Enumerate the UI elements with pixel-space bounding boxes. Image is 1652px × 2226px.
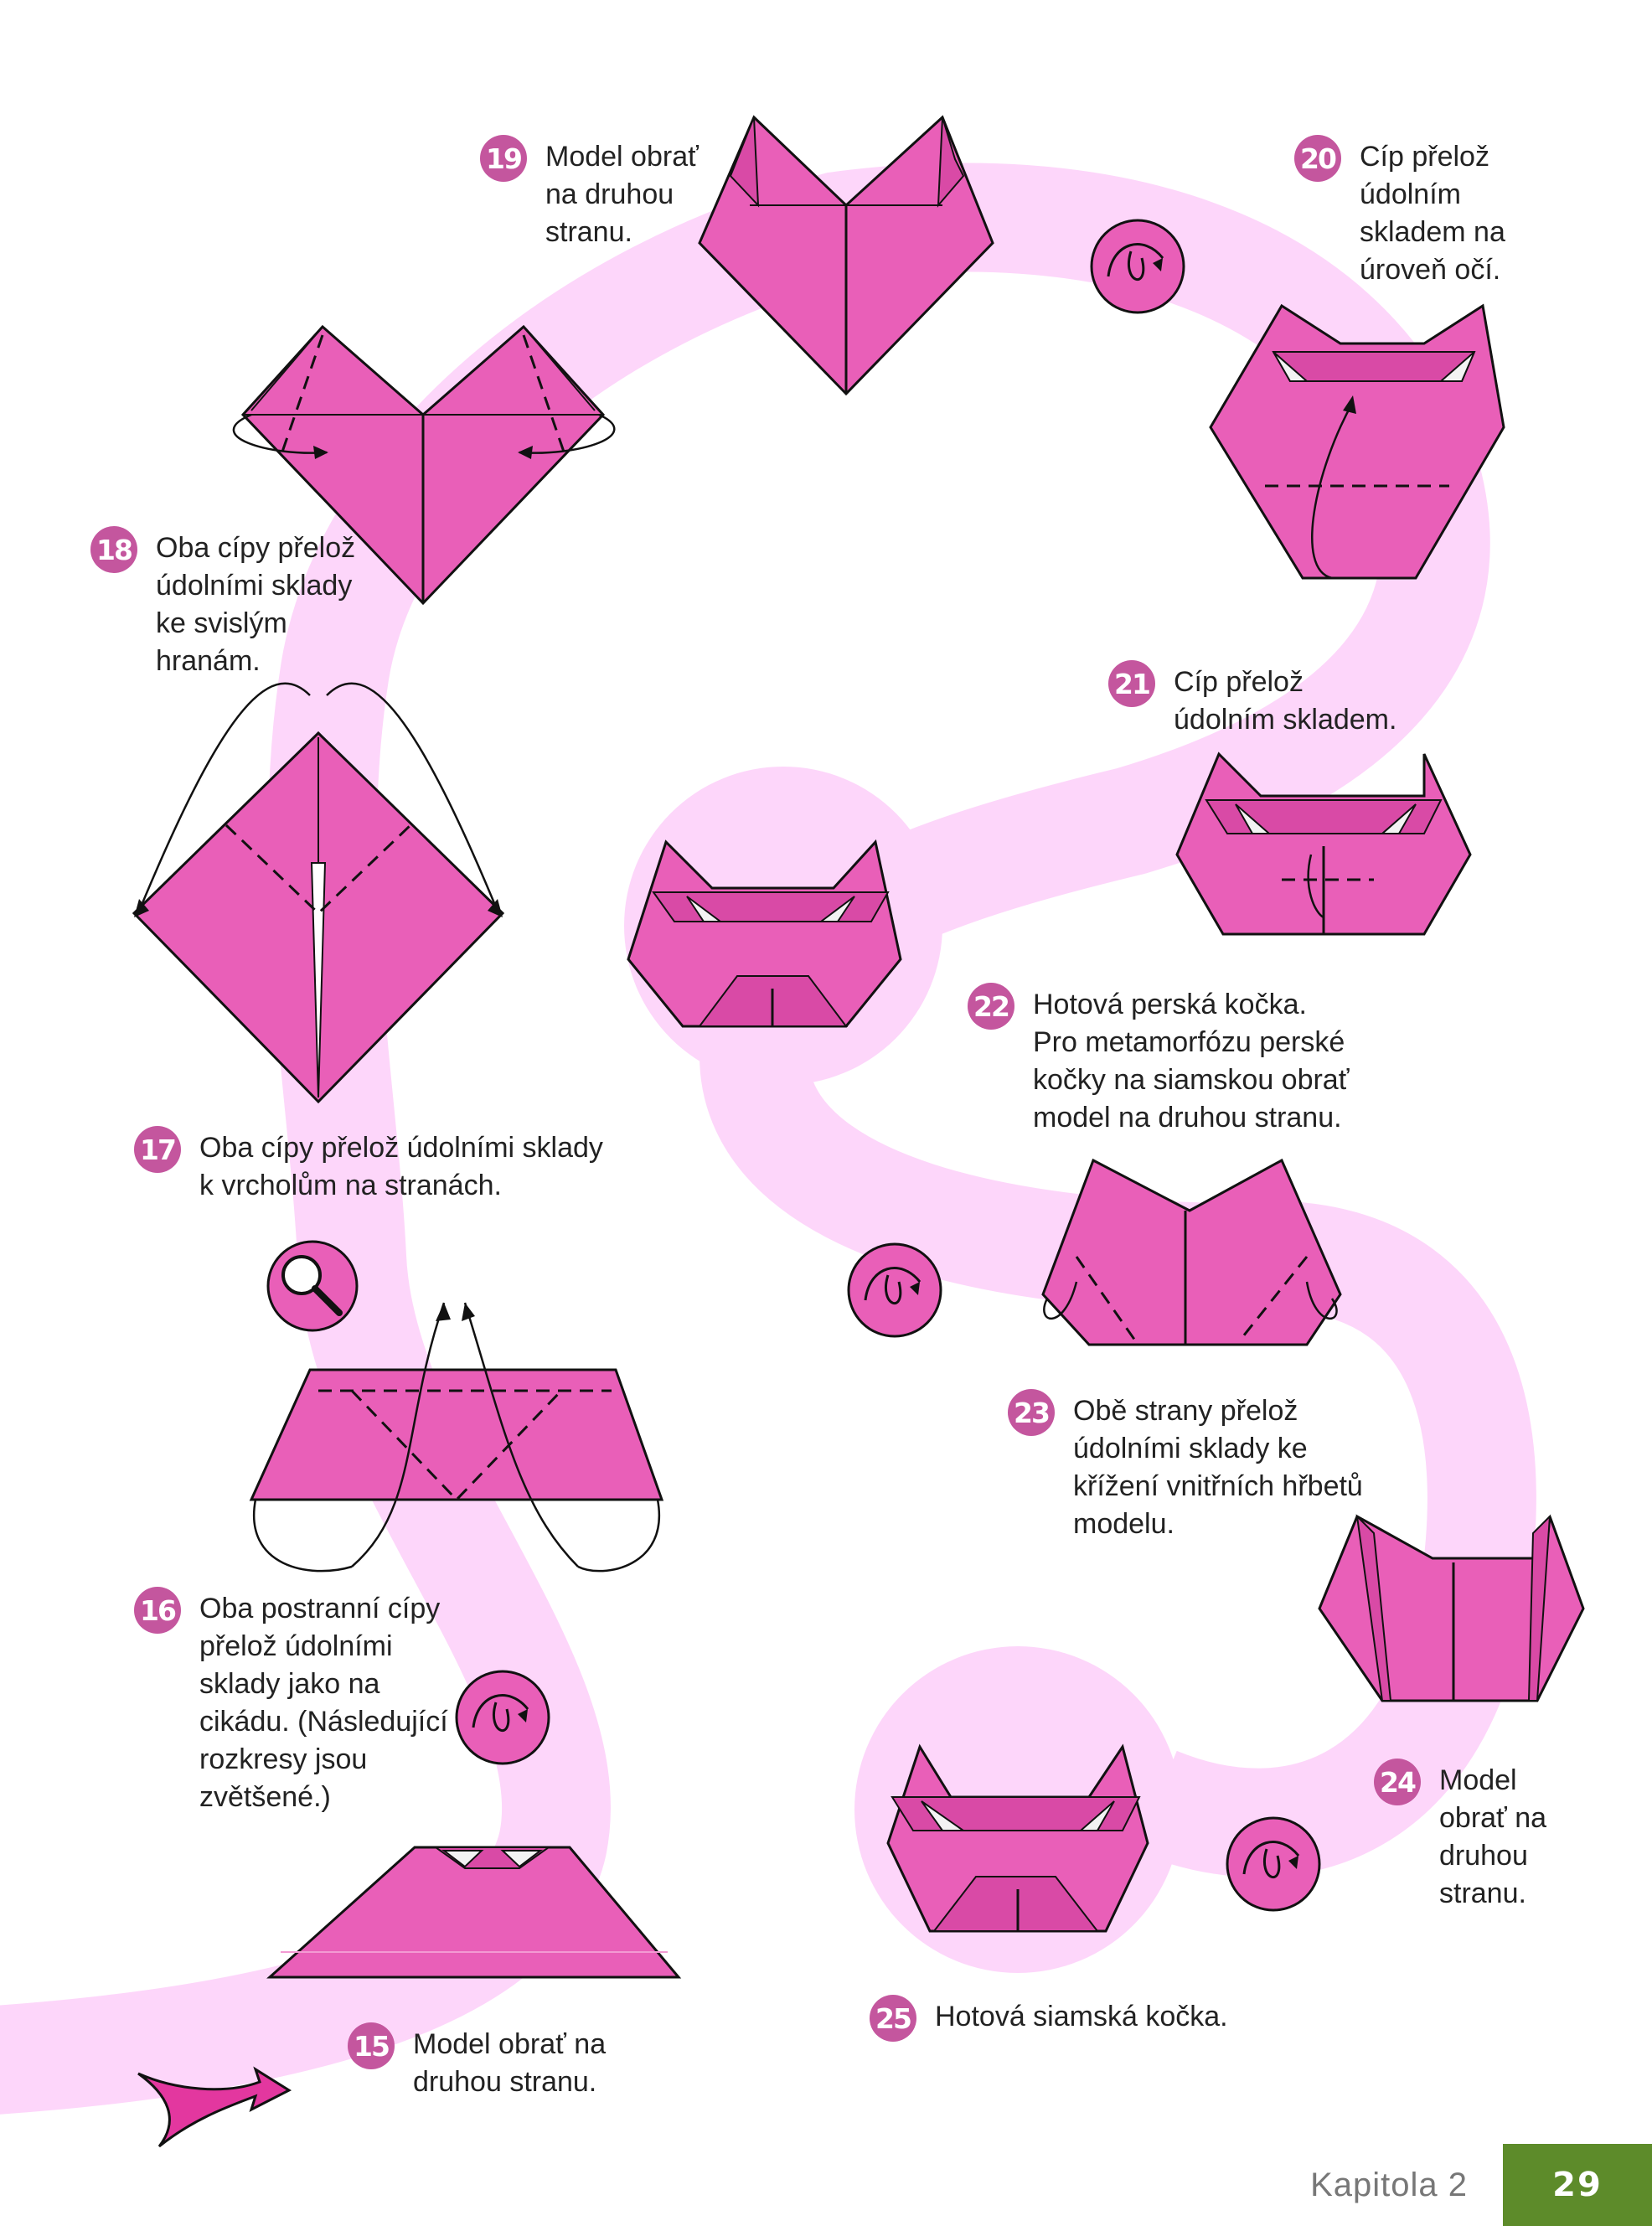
step-instruction: Oba postranní cípy přelož údolními sklad… xyxy=(199,1593,448,1813)
model-step-25 xyxy=(886,1743,1149,1933)
step-instruction: Model obrať na druhou stranu. xyxy=(1439,1764,1547,1909)
step-18: 18 Oba cípy přelož údolními sklady ke sv… xyxy=(90,526,356,680)
turn-over-icon-22 xyxy=(847,1242,942,1338)
magnifier-icon xyxy=(266,1240,359,1332)
model-step-24 xyxy=(1318,1514,1585,1702)
step-number-badge: 22 xyxy=(968,983,1014,1030)
model-step-21 xyxy=(1175,751,1472,936)
step-number-badge: 24 xyxy=(1374,1759,1421,1805)
step-instruction: Hotová siamská kočka. xyxy=(935,2001,1228,2032)
model-step-22 xyxy=(627,839,902,1028)
step-instruction: Model obrať na druhou stranu. xyxy=(545,141,699,248)
step-number-badge: 16 xyxy=(134,1587,181,1634)
step-instruction: Model obrať na druhou stranu. xyxy=(413,2028,607,2098)
model-step-16 xyxy=(249,1302,664,1573)
model-step-23 xyxy=(1041,1158,1342,1346)
step-15: 15 Model obrať na druhou stranu. xyxy=(348,2022,607,2101)
step-23: 23 Obě strany přelož údolními sklady ke … xyxy=(1008,1389,1363,1543)
pink-arrow-icon xyxy=(137,2066,292,2148)
step-instruction: Hotová perská kočka. Pro metamorfózu per… xyxy=(1033,989,1350,1134)
step-number-badge: 18 xyxy=(90,526,137,573)
step-number-badge: 17 xyxy=(134,1126,181,1173)
turn-over-icon-19 xyxy=(1090,219,1185,314)
step-17: 17 Oba cípy přelož údolními sklady k vrc… xyxy=(134,1126,603,1205)
chapter-label: Kapitola 2 xyxy=(1310,2167,1468,2203)
step-number-badge: 20 xyxy=(1294,135,1341,182)
page-number: 29 xyxy=(1503,2144,1652,2226)
step-19: 19 Model obrať na druhou stranu. xyxy=(480,135,699,251)
step-16: 16 Oba postranní cípy přelož údolními sk… xyxy=(134,1587,448,1816)
step-21: 21 Cíp přelož údolním skladem. xyxy=(1108,660,1397,739)
step-number-badge: 25 xyxy=(870,1995,916,2042)
step-22: 22 Hotová perská kočka. Pro metamorfózu … xyxy=(968,983,1350,1137)
step-instruction: Cíp přelož údolním skladem na úroveň očí… xyxy=(1360,141,1505,286)
step-24: 24 Model obrať na druhou stranu. xyxy=(1374,1759,1547,1913)
step-number-badge: 19 xyxy=(480,135,527,182)
step-instruction: Oba cípy přelož údolními sklady ke svisl… xyxy=(156,532,356,677)
step-number-badge: 15 xyxy=(348,2022,395,2069)
turn-over-icon-16 xyxy=(455,1670,550,1765)
turn-over-icon-24 xyxy=(1226,1816,1321,1912)
step-number-badge: 23 xyxy=(1008,1389,1055,1436)
step-number-badge: 21 xyxy=(1108,660,1155,707)
step-25: 25 Hotová siamská kočka. xyxy=(870,1995,1228,2042)
model-step-15 xyxy=(266,1846,682,1979)
step-20: 20 Cíp přelož údolním skladem na úroveň … xyxy=(1294,135,1505,289)
model-step-18 xyxy=(232,324,616,606)
step-instruction: Oba cípy přelož údolními sklady k vrchol… xyxy=(199,1132,603,1201)
model-step-17 xyxy=(132,682,505,1104)
step-instruction: Obě strany přelož údolními sklady ke kří… xyxy=(1073,1395,1363,1540)
step-instruction: Cíp přelož údolním skladem. xyxy=(1174,666,1397,736)
model-step-19 xyxy=(698,115,994,396)
model-step-20 xyxy=(1209,303,1505,580)
